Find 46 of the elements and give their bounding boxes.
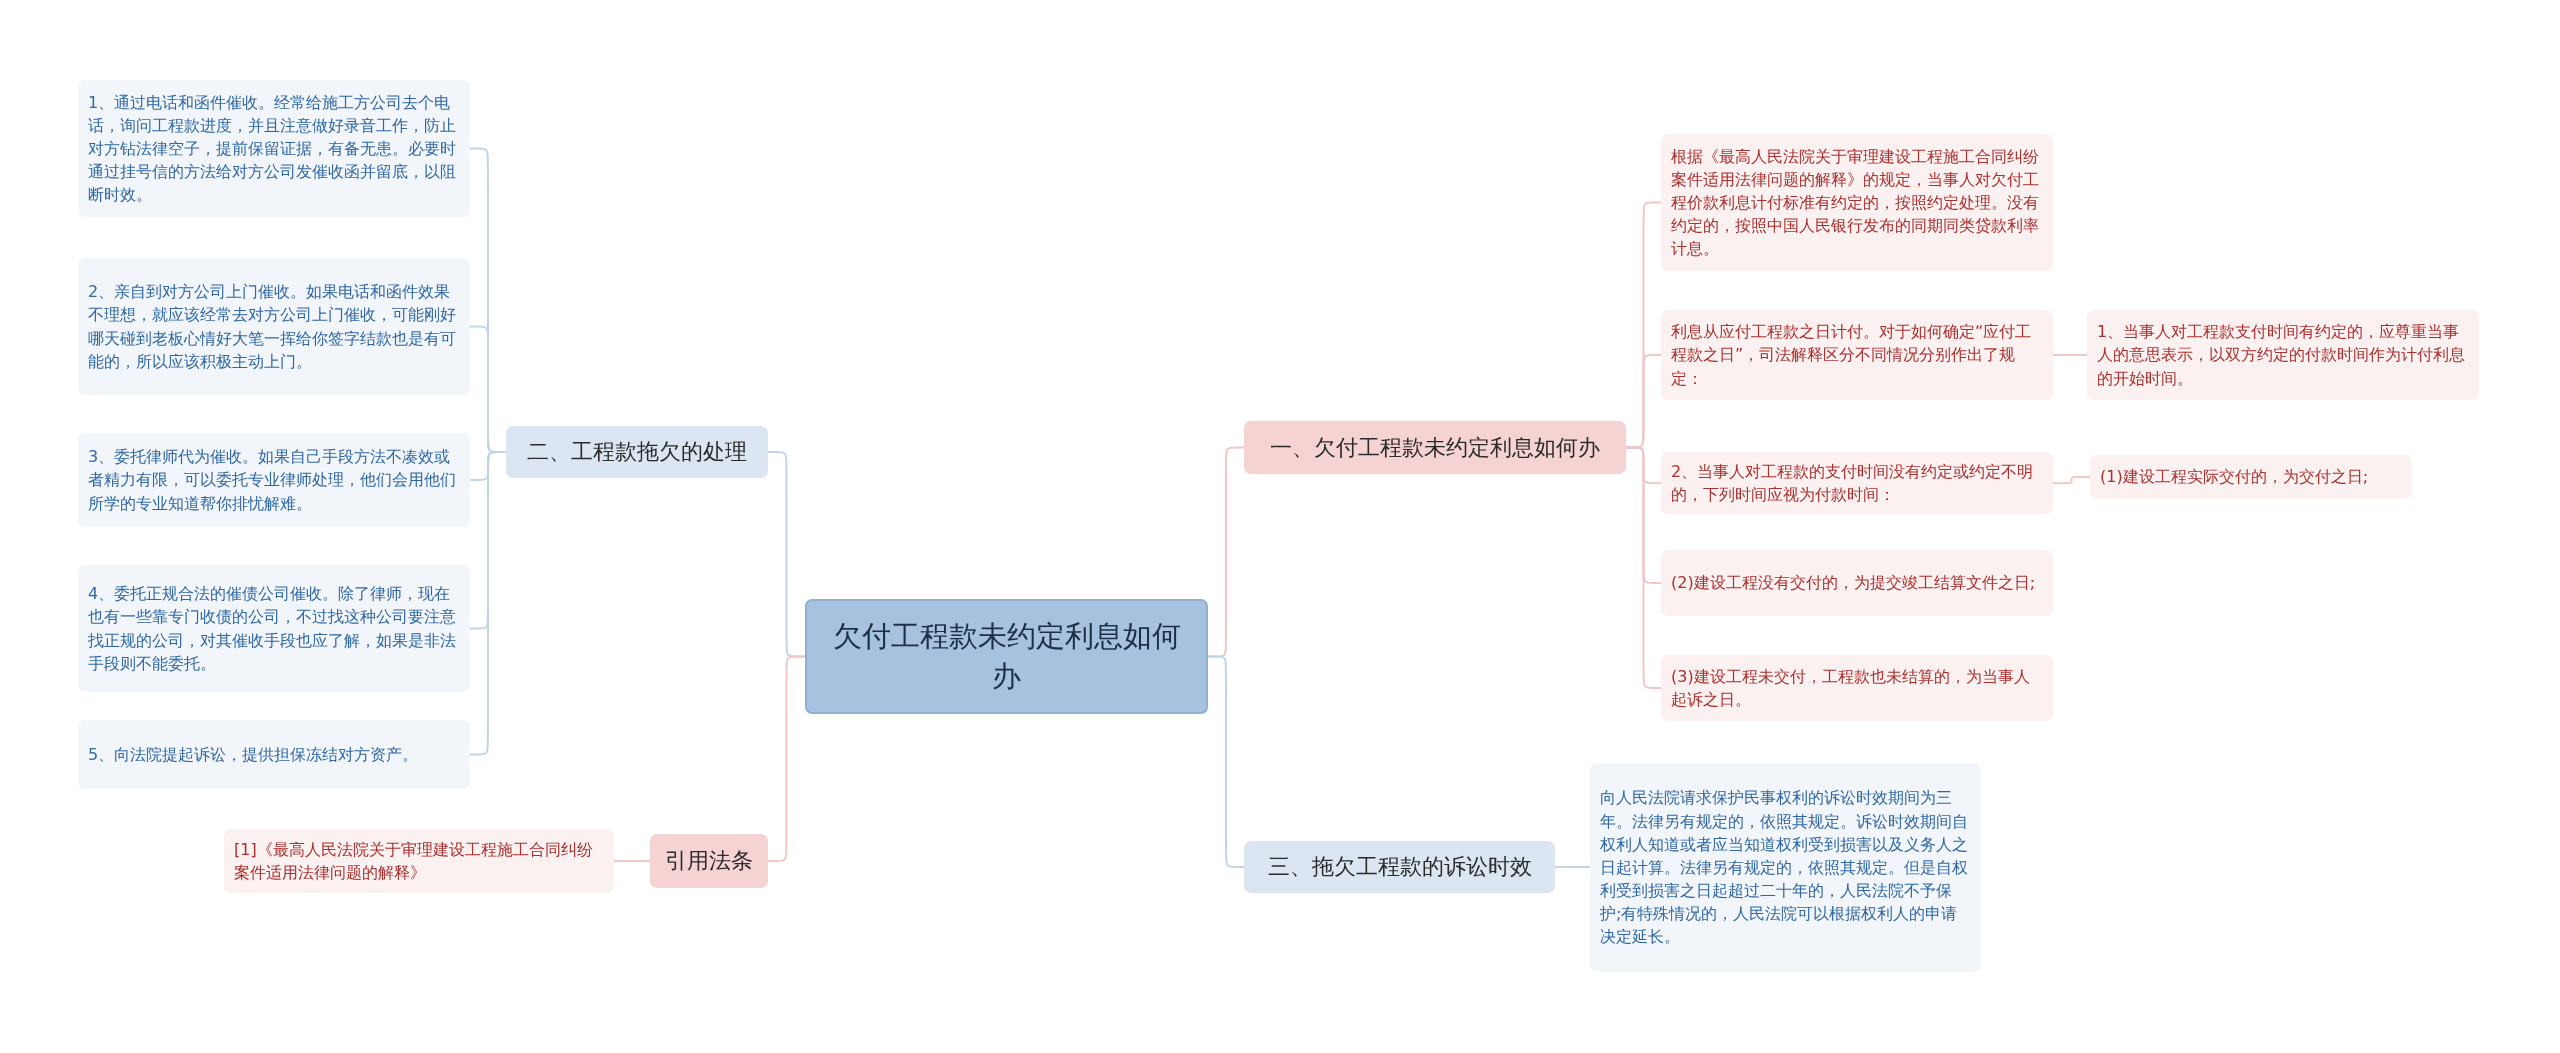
detail-card	[1590, 763, 1981, 972]
detail-text: 1、通过电话和函件催收。经常给施工方公司去个电话，询问工程款进度，并且注意做好录音工作，防止对方钻法律空子，提前保留证据，有备无患。必要时通过挂号信的方法给对方公司发催收函并留底，以阻断时效。	[88, 91, 457, 207]
detail-card	[2087, 310, 2479, 400]
connector-line	[2052, 354, 2088, 356]
detail-card	[2090, 455, 2412, 499]
detail-text: 2、亲自到对方公司上门催收。如果电话和函件效果不理想，就应该经常去对方公司上门催收，可能刚好哪天碰到老板心情好大笔一挥给你签字结款也是有可能的，所以应该积极主动上门。	[88, 281, 457, 373]
detail-text: [1]《最高人民法院关于审理建设工程施工合同纠纷案件适用法律问题的解释》	[234, 838, 594, 884]
detail-card	[1661, 550, 2053, 616]
detail-text: (2)建设工程没有交付的，为提交竣工结算文件之日;	[1671, 572, 2036, 595]
detail-text: 2、当事人对工程款的支付时间没有约定或约定不明的，下列时间应视为付款时间：	[1671, 461, 2035, 507]
connector-line	[1625, 446, 1662, 689]
detail-text: 根据《最高人民法院关于审理建设工程施工合同纠纷案件适用法律问题的解释》的规定，当事人对欠付工程价款利息计付标准有约定的，按照约定处理。没有约定的，按照中国人民银行发布的同期同类贷款利率计息。	[1671, 145, 2040, 261]
detail-card	[224, 829, 614, 893]
branch-topic-text: 三、拖欠工程款的诉讼时效	[1267, 853, 1532, 881]
central-topic-box	[805, 599, 1208, 714]
detail-card	[78, 720, 470, 789]
detail-text: 5、向法院提起诉讼，提供担保冻结对方资产。	[88, 743, 419, 766]
branch-topic-box	[1244, 421, 1626, 474]
connector-line	[613, 860, 651, 862]
connector-line	[1554, 866, 1591, 868]
detail-card	[1661, 310, 2053, 400]
detail-text: 1、当事人对工程款支付时间有约定的，应尊重当事人的意思表示，以双方约定的付款时间作为计付利息的开始时间。	[2097, 321, 2466, 390]
branch-topic-box	[650, 834, 768, 888]
detail-text: 利息从应付工程款之日计付。对于如何确定“应付工程款之日”，司法解释区分不同情况分别作出了规定：	[1671, 321, 2033, 390]
detail-text: (3)建设工程未交付，工程款也未结算的，为当事人起诉之日。	[1671, 665, 2031, 711]
detail-text: 向人民法院请求保护民事权利的诉讼时效期间为三年。法律另有规定的，依照其规定。诉讼时效期间自权利人知道或者应当知道权利受到损害以及义务人之日起计算。法律另有规定的，依照其规定。但是自权利受到损害之日起超过二十年的，人民法院不予保护;有特殊情况的，人民法院可以根据权利人的申请决定延长。	[1600, 787, 1969, 949]
connector-line	[1207, 655, 1245, 868]
detail-card	[1661, 134, 2053, 271]
detail-card	[78, 258, 470, 395]
detail-text: 4、委托正规合法的催债公司催收。除了律师，现在也有一些靠专门收债的公司，不过找这种公司要注意找正规的公司，对其催收手段也应了解，如果是非法手段则不能委托。	[88, 583, 457, 675]
detail-card	[78, 433, 470, 527]
branch-topic-text: 引用法条	[665, 847, 753, 875]
detail-card	[1661, 655, 2053, 721]
detail-card	[1661, 452, 2053, 515]
connector-line	[767, 655, 806, 862]
branch-topic-text: 一、欠付工程款未约定利息如何办	[1270, 433, 1600, 462]
detail-card	[78, 565, 470, 692]
branch-topic-box	[506, 426, 768, 478]
connector-line	[469, 451, 507, 756]
branch-topic-box	[1244, 841, 1555, 893]
detail-text: 3、委托律师代为催收。如果自己手段方法不凑效或者精力有限，可以委托专业律师处理，他们会用他们所学的专业知道帮你排忧解难。	[88, 446, 457, 515]
detail-text: (1)建设工程实际交付的，为交付之日;	[2100, 466, 2369, 489]
detail-card	[78, 80, 470, 217]
connector-line	[2052, 476, 2091, 485]
branch-topic-text: 二、工程款拖欠的处理	[527, 438, 747, 466]
central-topic-text: 欠付工程款未约定利息如何办	[831, 618, 1182, 695]
